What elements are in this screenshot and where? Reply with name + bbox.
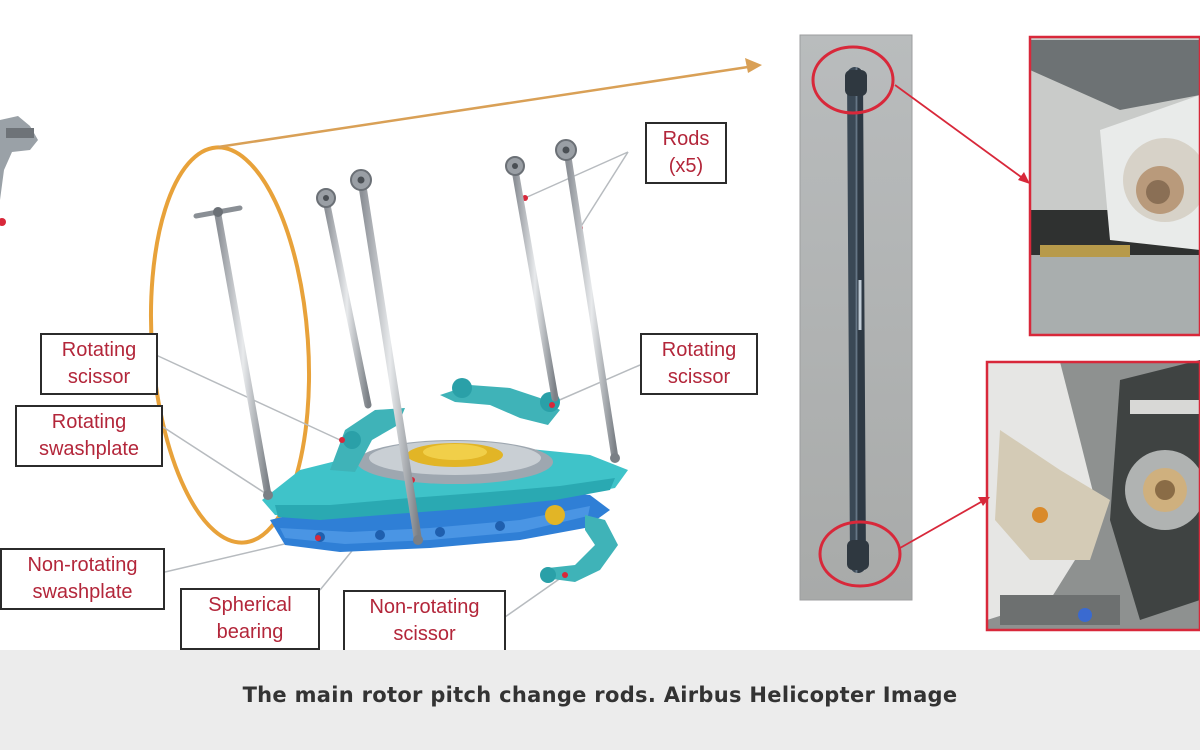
callout-connectors [894, 84, 1030, 549]
diagram-artwork [0, 34, 1200, 632]
label-rods-line2: (x5) [668, 155, 704, 177]
label-rotating-scissor-right-line1: Rotating [661, 339, 737, 361]
label-rotating-scissor-right: Rotating scissor [640, 333, 758, 395]
label-rotating-swashplate: Rotating swashplate [15, 405, 163, 467]
label-rods-line1: Rods [662, 128, 710, 150]
label-rotating-swashplate-line1: Rotating [51, 411, 127, 433]
label-rotating-scissor-left: Rotating scissor [40, 333, 158, 395]
pointer-arrow [217, 58, 762, 149]
label-spherical-bearing-line1: Spherical [208, 594, 292, 616]
image-caption: The main rotor pitch change rods. Airbus… [242, 683, 958, 707]
rod-2 [316, 188, 372, 409]
label-rods: Rods (x5) [645, 122, 727, 184]
rod-5 [555, 139, 620, 463]
label-rotating-scissor-right-line2: scissor [667, 366, 731, 388]
caption-bar [0, 650, 1200, 750]
photo-lower-rod-end [985, 360, 1200, 632]
diagram-stage: Rods (x5) Rotating scissor Rotating swas… [0, 34, 1200, 652]
photo-rod-full [799, 34, 913, 601]
label-rotating-swashplate-line2: swashplate [38, 438, 140, 460]
pitch-change-rods [193, 139, 620, 545]
label-non-rotating-scissor: Non-rotating scissor [343, 590, 506, 652]
label-non-rotating-swashplate-line2: swashplate [32, 581, 133, 603]
label-non-rotating-swashplate: Non-rotating swashplate [0, 548, 165, 610]
label-spherical-bearing-line2: bearing [216, 621, 284, 643]
label-non-rotating-scissor-line2: scissor [393, 623, 456, 645]
label-rotating-scissor-left-line1: Rotating [61, 339, 137, 361]
label-non-rotating-swashplate-line1: Non-rotating [27, 554, 138, 576]
rod-1 [193, 205, 273, 500]
label-spherical-bearing: Spherical bearing [180, 588, 320, 650]
swashplate-assembly [262, 195, 628, 583]
photo-upper-rod-end [1028, 35, 1200, 337]
label-rotating-scissor-left-line2: scissor [67, 366, 131, 388]
rod-3 [350, 169, 423, 545]
rod-4 [505, 156, 559, 402]
left-edge-fragment [0, 116, 38, 226]
label-non-rotating-scissor-line1: Non-rotating [369, 596, 480, 618]
